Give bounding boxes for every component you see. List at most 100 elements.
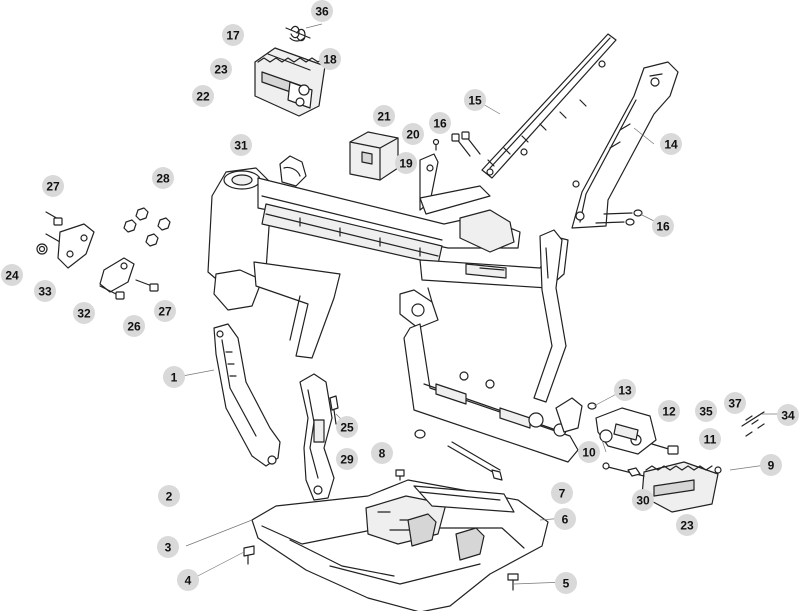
callout-number: 7 bbox=[559, 487, 566, 501]
callout-number: 11 bbox=[704, 433, 717, 447]
skid-plate bbox=[243, 469, 549, 611]
callout-bubble bbox=[760, 454, 782, 476]
callout-bubble bbox=[578, 441, 600, 463]
callout-bubble bbox=[123, 315, 145, 337]
callout-8: 8 bbox=[371, 442, 393, 464]
callout-bubble bbox=[395, 152, 417, 174]
callout-28: 28 bbox=[152, 167, 174, 189]
callout-number: 8 bbox=[379, 447, 386, 461]
callout-bubble bbox=[222, 24, 244, 46]
callout-4: 4 bbox=[177, 569, 199, 591]
callout-bubble bbox=[658, 400, 680, 422]
callout-bubble bbox=[371, 442, 393, 464]
callout-26: 26 bbox=[123, 315, 145, 337]
callout-bubble bbox=[660, 133, 682, 155]
frame-bracket-1 bbox=[213, 323, 281, 467]
callout-bubble bbox=[177, 569, 199, 591]
callout-bubble bbox=[336, 448, 358, 470]
callout-number: 12 bbox=[662, 405, 676, 419]
callout-bubble bbox=[73, 302, 95, 324]
callout-bubble bbox=[695, 400, 717, 422]
footpeg-right bbox=[587, 402, 765, 513]
callout-32: 32 bbox=[73, 302, 95, 324]
callout-bubble bbox=[777, 404, 799, 426]
subframe-rail-15 bbox=[481, 33, 617, 179]
callout-number: 9 bbox=[768, 459, 775, 473]
callout-15: 15 bbox=[464, 89, 486, 111]
callout-bubble bbox=[336, 416, 358, 438]
clamp-31 bbox=[279, 155, 307, 187]
callout-25: 25 bbox=[336, 416, 358, 438]
frame-bracket-29 bbox=[299, 373, 335, 501]
callout-number: 1 bbox=[171, 371, 178, 385]
bracket-19 bbox=[419, 138, 440, 211]
callout-7: 7 bbox=[551, 482, 573, 504]
callout-number: 23 bbox=[214, 63, 228, 77]
callout-34: 34 bbox=[777, 404, 799, 426]
callout-9: 9 bbox=[760, 454, 782, 476]
callout-number: 34 bbox=[781, 409, 795, 423]
callout-bubble bbox=[555, 572, 577, 594]
callout-bubble bbox=[319, 48, 341, 70]
callout-bubble bbox=[676, 514, 698, 536]
callout-number: 21 bbox=[377, 110, 391, 124]
callout-number: 10 bbox=[582, 446, 596, 460]
callout-bubble bbox=[158, 485, 180, 507]
callout-14: 14 bbox=[660, 133, 682, 155]
callout-16: 16 bbox=[652, 215, 674, 237]
callout-10: 10 bbox=[578, 441, 600, 463]
callout-13: 13 bbox=[614, 379, 636, 401]
callout-bubble bbox=[157, 536, 179, 558]
callout-2: 2 bbox=[158, 485, 180, 507]
callout-16: 16 bbox=[429, 112, 451, 134]
callout-23: 23 bbox=[210, 58, 232, 80]
callout-6: 6 bbox=[554, 508, 576, 530]
callout-21: 21 bbox=[373, 105, 395, 127]
bolts-16-upper bbox=[451, 131, 481, 157]
callout-number: 23 bbox=[680, 519, 694, 533]
callout-bubble bbox=[464, 89, 486, 111]
washers-16-right bbox=[595, 209, 643, 226]
callout-bubble bbox=[554, 508, 576, 530]
callout-33: 33 bbox=[34, 280, 56, 302]
callout-number: 37 bbox=[728, 397, 742, 411]
callout-bubble bbox=[699, 428, 721, 450]
callout-bubble bbox=[551, 482, 573, 504]
callout-number: 20 bbox=[406, 128, 420, 142]
callout-19: 19 bbox=[395, 152, 417, 174]
callout-bubble bbox=[1, 264, 23, 286]
callout-number: 15 bbox=[468, 94, 482, 108]
callout-number: 25 bbox=[340, 421, 354, 435]
callout-bubble bbox=[154, 300, 176, 322]
callout-number: 27 bbox=[46, 180, 60, 194]
callout-number: 2 bbox=[166, 490, 173, 504]
callout-number: 29 bbox=[340, 453, 354, 467]
engine-mount-left bbox=[36, 207, 171, 300]
callout-number: 36 bbox=[315, 5, 329, 19]
callout-bubble bbox=[163, 366, 185, 388]
callout-5: 5 bbox=[555, 572, 577, 594]
callout-number: 6 bbox=[562, 513, 569, 527]
callout-bubble bbox=[230, 134, 252, 156]
callout-number: 3 bbox=[165, 541, 172, 555]
callout-bubble bbox=[373, 105, 395, 127]
callout-11: 11 bbox=[699, 428, 721, 450]
callout-number: 22 bbox=[196, 90, 210, 104]
callout-1: 1 bbox=[163, 366, 185, 388]
callout-37: 37 bbox=[724, 392, 746, 414]
subframe-rail-14 bbox=[571, 61, 679, 229]
callout-30: 30 bbox=[632, 489, 654, 511]
battery-box-21 bbox=[349, 131, 399, 181]
callout-22: 22 bbox=[192, 85, 214, 107]
callout-36: 36 bbox=[311, 0, 333, 22]
callout-bubble bbox=[429, 112, 451, 134]
callout-20: 20 bbox=[402, 123, 424, 145]
callout-31: 31 bbox=[230, 134, 252, 156]
callout-number: 13 bbox=[618, 384, 632, 398]
parts-artwork bbox=[36, 25, 765, 611]
callout-bubble bbox=[311, 0, 333, 22]
callout-bubble bbox=[614, 379, 636, 401]
callout-bubble bbox=[42, 175, 64, 197]
